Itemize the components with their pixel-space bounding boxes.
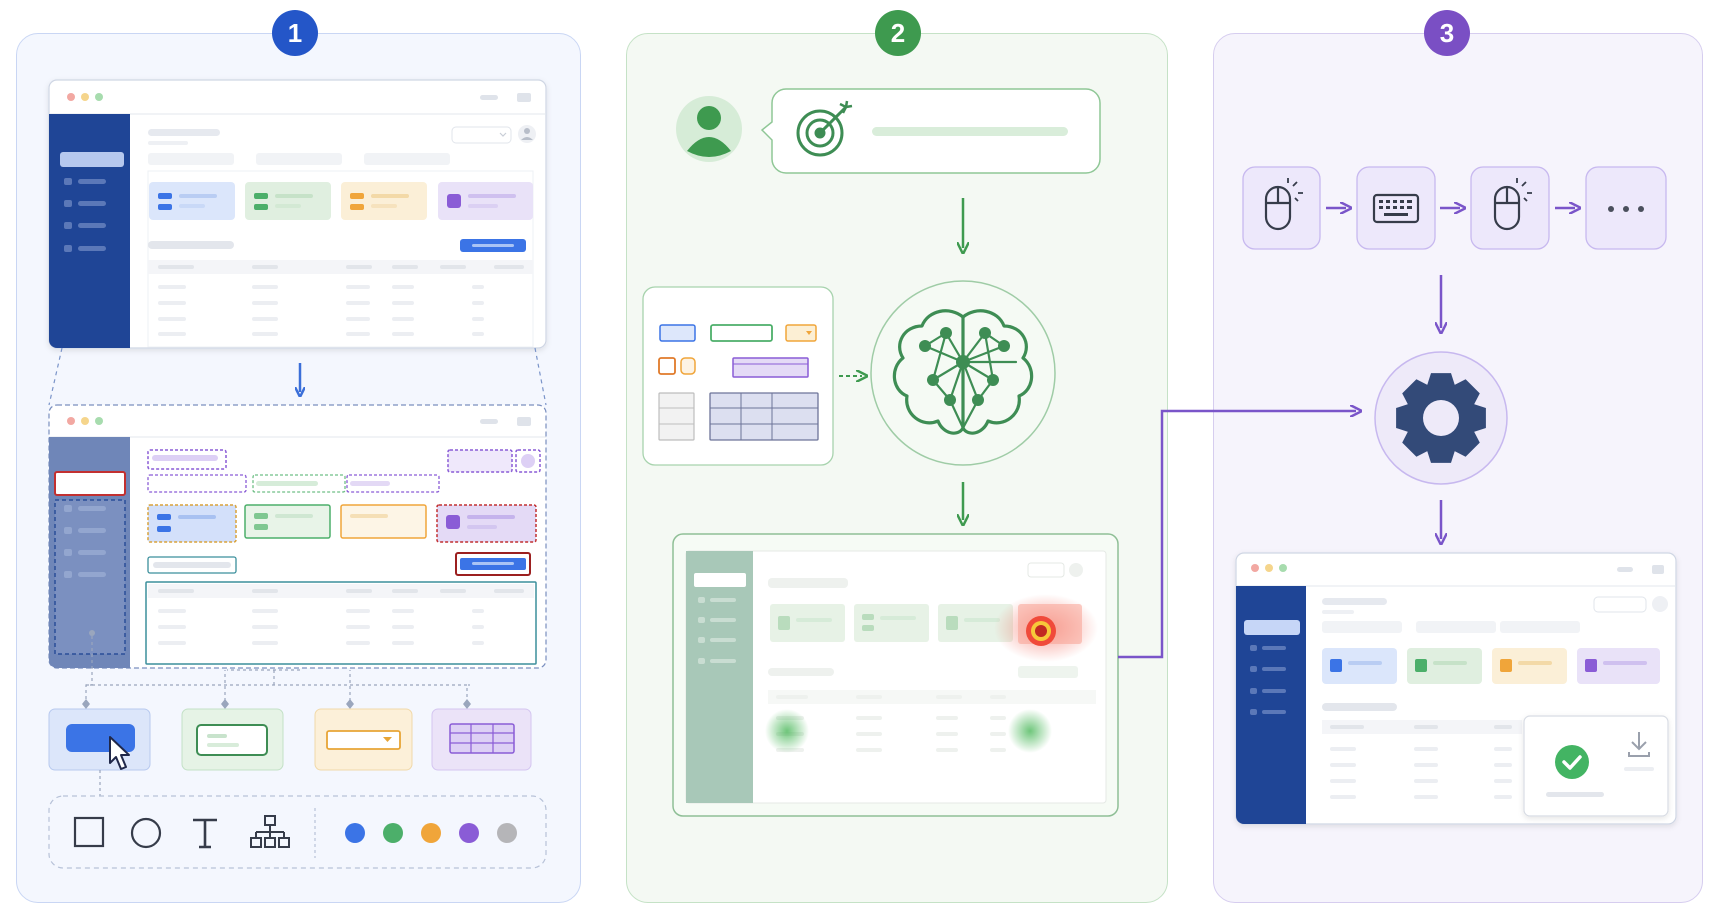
browser-window-original-content xyxy=(49,93,546,348)
projection-lines xyxy=(48,347,547,406)
predicted-target-icon xyxy=(1026,616,1056,646)
attention-hotspot xyxy=(765,709,809,753)
keyboard-icon xyxy=(1372,193,1420,224)
color-swatch xyxy=(459,823,479,843)
brain-model xyxy=(870,280,1056,466)
ellipsis-icon xyxy=(1608,206,1644,212)
mouse-click-icon xyxy=(1493,178,1532,231)
step-badge-1: 1 xyxy=(272,10,318,56)
step-1-content xyxy=(48,79,547,869)
check-circle-icon xyxy=(1555,745,1589,779)
hierarchy-icon xyxy=(250,815,290,848)
connector-prediction-to-executor xyxy=(1118,411,1356,659)
tool-palette xyxy=(48,795,547,869)
circle-icon xyxy=(130,817,162,849)
success-modal xyxy=(1523,715,1669,817)
window-min-dot xyxy=(81,93,89,101)
window-close-dot xyxy=(67,93,75,101)
download-icon xyxy=(1628,732,1650,757)
square-icon xyxy=(73,816,105,848)
prediction-sidebar xyxy=(686,551,753,803)
cursor-arrow-icon xyxy=(109,736,130,770)
target-icon xyxy=(796,100,853,157)
color-swatch xyxy=(345,823,365,843)
color-swatches xyxy=(345,823,517,843)
browser-window-annotated xyxy=(48,404,547,669)
color-swatch xyxy=(497,823,517,843)
step-3-content xyxy=(1235,166,1677,825)
attention-hotspot xyxy=(1008,709,1052,753)
goal-speech-bubble xyxy=(760,88,1101,174)
component-table xyxy=(431,708,532,771)
mouse-click-icon xyxy=(1264,178,1303,231)
prediction-window xyxy=(672,533,1119,817)
component-dropdown xyxy=(314,708,413,771)
component-connectors xyxy=(85,630,470,701)
user-avatar-icon xyxy=(676,96,742,162)
component-input xyxy=(181,708,284,771)
step-2-content xyxy=(642,88,1356,817)
color-swatch xyxy=(421,823,441,843)
gear-hole xyxy=(1423,400,1459,436)
text-icon xyxy=(193,818,217,849)
ui-elements-panel xyxy=(642,286,834,466)
action-sequence xyxy=(1242,166,1667,250)
executor-gear xyxy=(1374,351,1508,485)
chevron-down-icon xyxy=(383,737,392,742)
step-badge-2: 2 xyxy=(875,10,921,56)
color-swatch xyxy=(383,823,403,843)
component-button xyxy=(48,708,151,771)
step-badge-3: 3 xyxy=(1424,10,1470,56)
browser-window-result xyxy=(1235,552,1677,825)
app-sidebar xyxy=(49,114,130,348)
window-max-dot xyxy=(95,93,103,101)
gear-icon xyxy=(1396,373,1486,463)
